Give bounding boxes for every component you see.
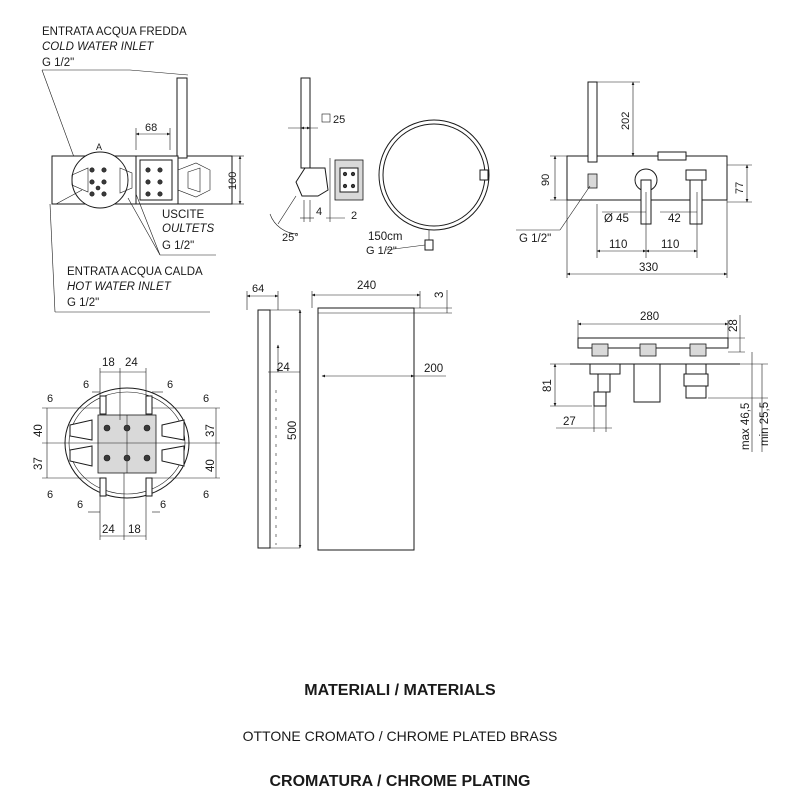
front-thread-label: G 1/2" bbox=[519, 233, 551, 245]
hand-shower bbox=[587, 81, 598, 163]
dim-77: 77 bbox=[734, 182, 746, 194]
dim-plan-18-bottom: 18 bbox=[128, 524, 141, 536]
cold-inlet-label-en: COLD WATER INLET bbox=[42, 41, 154, 53]
dim-27: 27 bbox=[563, 416, 576, 428]
shower-plate-front bbox=[317, 307, 415, 551]
mounting-plan-view: 18 24 6 6 6 6 40 37 37 40 6 6 6 6 24 18 bbox=[33, 357, 220, 540]
hose-outer-loop bbox=[378, 119, 490, 231]
dim-24-vertical: 24 bbox=[277, 362, 290, 374]
dim-202: 202 bbox=[620, 112, 632, 130]
hot-inlet-thread-label: G 1/2" bbox=[67, 297, 99, 309]
dim-240: 240 bbox=[357, 280, 376, 292]
cold-inlet-thread-label: G 1/2" bbox=[42, 57, 74, 69]
dim-200: 200 bbox=[424, 363, 443, 375]
plating-heading: CROMATURA / CHROME PLATING bbox=[269, 773, 531, 790]
dim-25-square: 25 bbox=[333, 114, 345, 126]
dim-90: 90 bbox=[540, 174, 552, 186]
cold-inlet-label-it: ENTRATA ACQUA FREDDA bbox=[42, 26, 187, 38]
dim-plan-37-left: 37 bbox=[33, 457, 45, 470]
dim-2: 2 bbox=[351, 210, 357, 222]
dim-plan-40-right: 40 bbox=[205, 459, 217, 472]
dim-100: 100 bbox=[227, 172, 239, 190]
shower-hose-coil: 150cm G 1/2" bbox=[366, 119, 490, 257]
mixer-front-view: 202 90 77 Ø 45 42 110 110 330 G 1/2" bbox=[516, 81, 752, 278]
dim-plan-6-top-left: 6 bbox=[83, 379, 89, 391]
dim-110-right: 110 bbox=[661, 239, 679, 251]
dim-plan-6-bottom-right: 6 bbox=[160, 499, 166, 511]
dim-28: 28 bbox=[728, 319, 740, 332]
dim-42: 42 bbox=[668, 213, 681, 225]
dim-280: 280 bbox=[640, 311, 659, 323]
dim-68: 68 bbox=[145, 122, 157, 134]
valve-body-front-view: ENTRATA ACQUA FREDDA COLD WATER INLET G … bbox=[41, 26, 244, 313]
dim-500: 500 bbox=[287, 421, 299, 440]
dim-81: 81 bbox=[542, 379, 554, 392]
hot-inlet-label-en: HOT WATER INLET bbox=[67, 281, 172, 293]
rail-and-plate-views: 64 24 500 240 3 200 bbox=[246, 280, 452, 551]
dim-plan-6-right: 6 bbox=[203, 393, 209, 405]
dim-25-degrees: 25° bbox=[282, 232, 299, 244]
dim-plan-24-top: 24 bbox=[125, 357, 138, 369]
dim-plan-6-bottom-left-outer: 6 bbox=[47, 489, 53, 501]
section-marker-a: A bbox=[96, 142, 102, 152]
outlets-thread-label: G 1/2" bbox=[162, 240, 194, 252]
dim-diameter-45: Ø 45 bbox=[604, 213, 629, 225]
rail-side-profile bbox=[257, 309, 271, 549]
valve-side-view: 25 4 2 25° bbox=[269, 77, 364, 244]
dim-64: 64 bbox=[252, 283, 264, 295]
dim-plan-37-right: 37 bbox=[205, 424, 217, 437]
hot-inlet-label-it: ENTRATA ACQUA CALDA bbox=[67, 266, 203, 278]
installation-section-view: 280 28 81 27 max 46,5 min 25,5 bbox=[542, 311, 771, 452]
dim-plan-6-bottom-left: 6 bbox=[77, 499, 83, 511]
materials-description: OTTONE CROMATO / CHROME PLATED BRASS bbox=[242, 728, 558, 744]
dim-min-depth: min 25,5 bbox=[759, 402, 771, 446]
outlets-label-it: USCITE bbox=[162, 209, 205, 221]
dim-4: 4 bbox=[316, 206, 322, 218]
dim-3: 3 bbox=[434, 292, 446, 298]
hose-length-label: 150cm bbox=[368, 231, 403, 243]
dim-plan-24-bottom: 24 bbox=[102, 524, 115, 536]
left-cartridge-disc bbox=[71, 151, 129, 209]
dim-110-left: 110 bbox=[609, 239, 627, 251]
dim-plan-40-left: 40 bbox=[33, 424, 45, 437]
dim-max-depth: max 46,5 bbox=[740, 403, 752, 450]
dim-plan-6-left: 6 bbox=[47, 393, 53, 405]
dim-plan-6-bottom-right-outer: 6 bbox=[203, 489, 209, 501]
diverter-body-section bbox=[633, 363, 661, 403]
outlets-label-en: OULTETS bbox=[162, 223, 215, 235]
dim-plan-18-top: 18 bbox=[102, 357, 115, 369]
hose-thread-label: G 1/2" bbox=[366, 245, 397, 257]
materials-heading: MATERIALI / MATERIALS bbox=[304, 682, 496, 699]
dim-330: 330 bbox=[639, 262, 658, 274]
shower-rail-tube bbox=[176, 77, 188, 159]
dim-plan-6-top-right: 6 bbox=[167, 379, 173, 391]
